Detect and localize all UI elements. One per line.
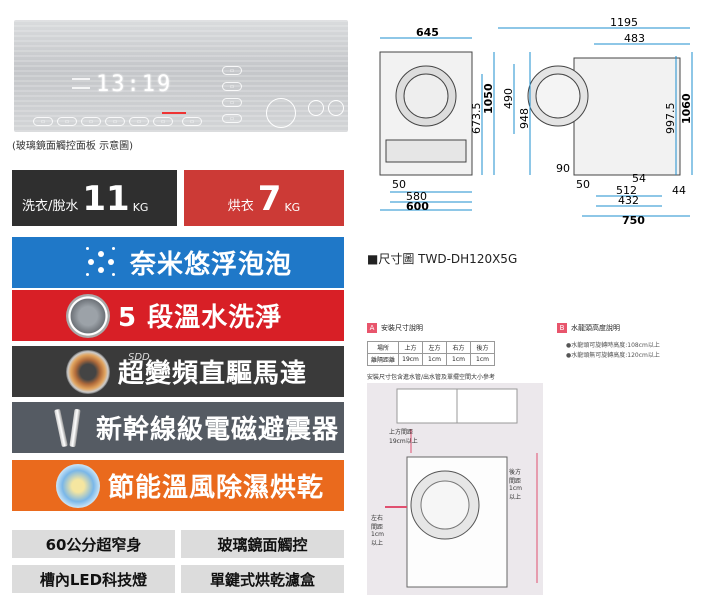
- dim-side-foot-c: 54: [632, 172, 646, 185]
- table-header: 左方: [422, 341, 448, 354]
- power-button[interactable]: [308, 100, 324, 116]
- install-clearance-table: 場所 上方 左方 右方 後方 離隔距離 19cm 1cm 1cm 1cm: [366, 341, 496, 366]
- panel-indicator: [72, 78, 90, 80]
- bubble-dots-icon: [82, 241, 122, 285]
- feature-warm-wash: 5 段溫水洗淨: [12, 290, 344, 341]
- back-gap-label: 後方 間距 1cm 以上: [509, 469, 522, 501]
- install-note: 安裝尺寸包含進水管/出水管及單擺空間大小參考: [367, 374, 496, 381]
- top-gap-label: 上方間距 19cm以上: [389, 429, 418, 445]
- table-cell: 1cm: [446, 353, 472, 366]
- dim-front-height-total: 1050: [482, 83, 495, 114]
- panel-indicator: [72, 87, 90, 89]
- dim-side-depth-b: 512: [616, 184, 637, 197]
- feature-label: 新幹線級電磁避震器: [96, 415, 340, 445]
- dim-front-base-a: 50: [392, 178, 406, 191]
- dry-capacity-label: 烘衣: [227, 199, 254, 214]
- feature-label: 超變頻直驅馬達: [118, 359, 308, 389]
- dim-side-foot-a: 90: [556, 162, 570, 175]
- panel-mode-button[interactable]: ▭: [129, 117, 149, 126]
- dimension-drawing: 645 1195 483 673.5 1050 490 948 997.5 10…: [379, 16, 693, 227]
- dim-side-depth-total: 1195: [610, 16, 638, 29]
- faucet-badge: B: [557, 323, 567, 333]
- motor-icon: [66, 349, 110, 394]
- tag-slim-body: 60公分超窄身: [12, 530, 175, 558]
- dim-front-base-c: 600: [406, 200, 429, 213]
- tag-led-light: 槽內LED科技燈: [12, 565, 175, 593]
- feature-label: 奈米悠浮泡泡: [130, 250, 293, 280]
- tag-dry-filter: 單鍵式烘乾濾盒: [181, 565, 344, 593]
- faucet-title: 水龍頭高度說明: [571, 324, 620, 332]
- side-gap-label: 左右 間距 1cm 以上: [371, 515, 384, 547]
- drum-icon: [66, 293, 110, 338]
- tag-glass-touch: 玻璃鏡面觸控: [181, 530, 344, 558]
- feature-heat-dry: 節能溫風除濕烘乾: [12, 460, 344, 511]
- feature-shock-absorber: 新幹線級電磁避震器: [12, 402, 344, 453]
- feature-nano-bubble: 奈米悠浮泡泡: [12, 237, 344, 288]
- dim-front-height-body: 673.5: [470, 103, 483, 135]
- table-header: 上方: [398, 341, 424, 354]
- dim-side-depth-d: 750: [622, 214, 645, 227]
- table-cell: 離隔距離: [366, 353, 400, 366]
- panel-mode-button[interactable]: ▭: [57, 117, 77, 126]
- wash-capacity-value: 11: [82, 179, 130, 219]
- panel-mode-button[interactable]: ▭: [182, 117, 202, 126]
- shock-absorber-icon: [52, 406, 88, 450]
- dim-side-depth-a: 483: [624, 32, 645, 45]
- dim-front-base-b: 580: [406, 190, 427, 203]
- airflow-icon: [56, 463, 100, 508]
- dim-side-foot-b: 50: [576, 178, 590, 191]
- panel-clock-display: 13:19: [96, 72, 173, 97]
- install-badge: A: [367, 323, 377, 333]
- feature-label: 5 段溫水洗淨: [118, 303, 283, 333]
- feature-sdd-motor: 超變頻直驅馬達: [12, 346, 344, 397]
- panel-option-button[interactable]: ▭: [222, 66, 242, 75]
- model-title: ■尺寸圖 TWD-DH120X5G: [367, 252, 518, 266]
- sdd-label: SDD: [128, 352, 150, 363]
- wash-capacity-badge: 洗衣/脫水 11 KG: [12, 170, 177, 226]
- dim-side-height-a: 948: [518, 108, 531, 129]
- table-header: 右方: [446, 341, 472, 354]
- dry-capacity-unit: KG: [284, 201, 301, 214]
- table-header: 後方: [470, 341, 496, 354]
- panel-caption: (玻璃鏡面觸控面板 示意圖): [12, 141, 133, 152]
- panel-option-button[interactable]: ▭: [222, 82, 242, 91]
- panel-start-button[interactable]: [266, 98, 296, 128]
- wash-capacity-label: 洗衣/脫水: [22, 199, 79, 214]
- table-header: 場所: [366, 341, 400, 354]
- dim-side-height-c: 1060: [680, 93, 693, 124]
- panel-status-light: [162, 112, 186, 114]
- install-scene: 上方間距 19cm以上 左右 間距 1cm 以上 後方 間距 1cm 以上: [367, 383, 543, 595]
- wash-capacity-unit: KG: [132, 201, 149, 214]
- install-title: 安裝尺寸說明: [381, 324, 423, 332]
- table-cell: 1cm: [422, 353, 448, 366]
- install-heading: A 安裝尺寸說明: [367, 323, 423, 333]
- dim-side-foot-d: 44: [672, 184, 686, 197]
- table-cell: 1cm: [470, 353, 496, 366]
- faucet-item: ●水龍頭可旋轉時高度:108cm以上: [566, 342, 660, 349]
- dry-capacity-badge: 烘衣 7 KG: [184, 170, 344, 226]
- dim-front-width: 645: [416, 26, 439, 39]
- faucet-heading: B 水龍頭高度說明: [557, 323, 620, 333]
- dim-side-height-b: 997.5: [664, 103, 677, 135]
- glass-control-panel: 13:19 ▭ ▭ ▭ ▭ ▭ ▭ ▭ ▭ ▭ ▭ ▭: [14, 20, 348, 132]
- panel-option-button[interactable]: ▭: [222, 98, 242, 107]
- table-cell: 19cm: [398, 353, 424, 366]
- panel-dial-button[interactable]: [328, 100, 344, 116]
- panel-mode-button[interactable]: ▭: [105, 117, 125, 126]
- feature-label: 節能溫風除濕烘乾: [108, 473, 325, 503]
- dry-capacity-value: 7: [257, 179, 282, 219]
- faucet-item: ●水龍頭無可旋轉高度:120cm以上: [566, 352, 660, 359]
- panel-mode-button[interactable]: ▭: [33, 117, 53, 126]
- panel-mode-button[interactable]: ▭: [81, 117, 101, 126]
- dim-side-depth-c: 432: [618, 194, 639, 207]
- panel-option-button[interactable]: ▭: [222, 114, 242, 123]
- dim-side-door: 490: [502, 88, 515, 109]
- panel-mode-button[interactable]: ▭: [153, 117, 173, 126]
